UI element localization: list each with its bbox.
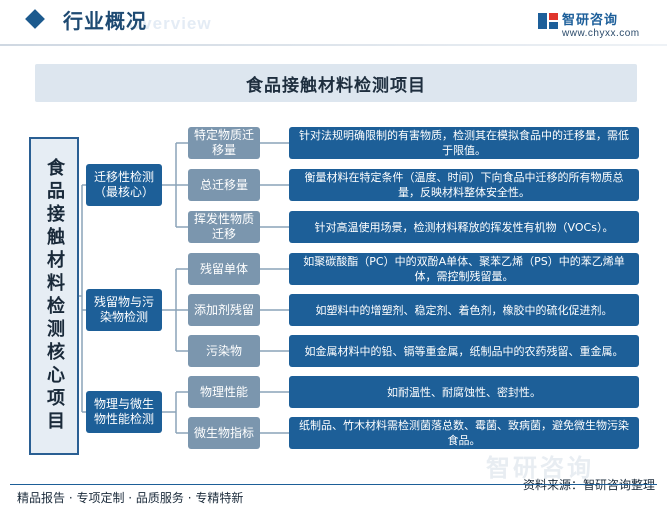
category-migration: 迁移性检测（最核心） <box>86 164 162 206</box>
desc-residual-monomer: 如聚碳酸酯（PC）中的双酚A单体、聚苯乙烯（PS）中的苯乙烯单体，需控制残留量。 <box>289 253 639 285</box>
desc-microbial-indicators: 纸制品、竹木材料需检测菌落总数、霉菌、致病菌，避免微生物污染食品。 <box>289 417 639 449</box>
brand-name: 智研咨询 <box>562 13 619 28</box>
sub-node-specific-migration: 特定物质迁移量 <box>188 127 260 159</box>
sub-node-microbial-indicators: 微生物指标 <box>188 417 260 449</box>
sub-node-overall-migration: 总迁移量 <box>188 169 260 201</box>
category-residue: 残留物与污染物检测 <box>86 289 162 331</box>
header: Overview 行业概况 智研咨询 www.chyxx.com <box>0 0 667 46</box>
desc-additive-residue: 如塑料中的增塑剂、稳定剂、着色剂，橡胶中的硫化促进剂。 <box>289 294 639 326</box>
desc-overall-migration: 衡量材料在特定条件（温度、时间）下向食品中迁移的所有物质总量，反映材料整体安全性… <box>289 169 639 201</box>
chyxx-logo-icon <box>538 13 558 29</box>
source-note: 资料来源：智研咨询整理 <box>522 478 655 492</box>
footer-watermark: 智研咨询 <box>486 454 594 482</box>
brand: 智研咨询 www.chyxx.com <box>537 9 657 43</box>
section-subtitle: Overview <box>128 14 212 33</box>
footer-divider <box>10 484 657 485</box>
sub-node-contaminants: 污染物 <box>188 335 260 367</box>
diagram-title: 食品接触材料检测项目 <box>35 64 637 102</box>
sub-node-physical-properties: 物理性能 <box>188 376 260 408</box>
sub-node-residual-monomer: 残留单体 <box>188 253 260 285</box>
category-physical-micro: 物理与微生物性能检测 <box>86 391 162 433</box>
section-title: 行业概况 <box>63 9 147 33</box>
sub-node-volatile-migration: 挥发性物质迁移 <box>188 211 260 243</box>
desc-contaminants: 如金属材料中的铅、镉等重金属，纸制品中的农药残留、重金属。 <box>289 335 639 367</box>
desc-volatile-migration: 针对高温使用场景，检测材料释放的挥发性有机物（VOCs）。 <box>289 211 639 243</box>
desc-specific-migration: 针对法规明确限制的有害物质，检测其在模拟食品中的迁移量，需低于限值。 <box>289 127 639 159</box>
header-divider <box>0 44 667 46</box>
brand-url: www.chyxx.com <box>562 28 640 39</box>
root-label: 食品接触材料检测核心项目 <box>44 158 65 434</box>
footer-tagline: 精品报告 · 专项定制 · 品质服务 · 专精特新 <box>17 491 244 505</box>
desc-physical-properties: 如耐温性、耐腐蚀性、密封性。 <box>289 376 639 408</box>
root-node: 食品接触材料检测核心项目 <box>29 137 79 455</box>
sub-node-additive-residue: 添加剂残留 <box>188 294 260 326</box>
